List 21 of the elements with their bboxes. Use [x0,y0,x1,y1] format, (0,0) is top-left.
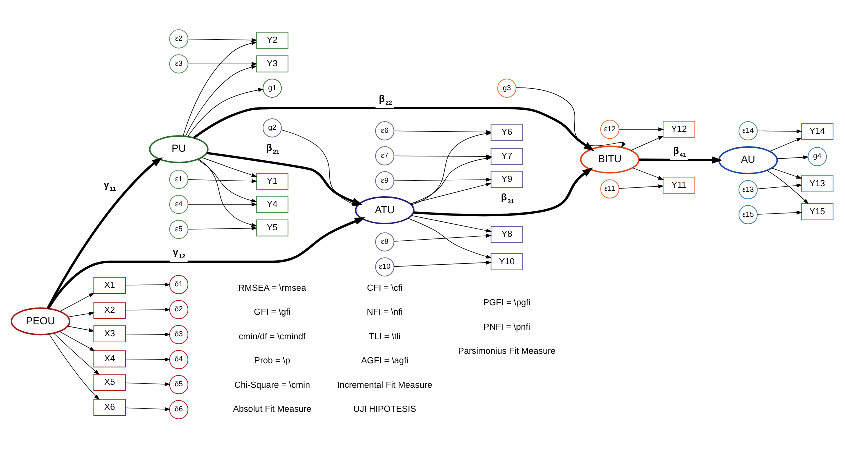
label: RMSEA = \rmsea [238,282,306,293]
label: Absolut Fit Measure [233,404,312,414]
edge-label: γ$_{11}$ [104,180,116,194]
edge-label: β$_{31}$ [501,192,514,206]
label: Chi-Square = \cmin [234,380,310,390]
label: PGFI = \pgfi [483,297,531,308]
edge-label: β$_{22}$ [379,94,392,107]
edge-label: β$_{41}$ [673,146,686,160]
label: Incremental Fit Measure [337,380,432,390]
label: GFI = \gfi [254,307,291,318]
edge-label: γ$_{12}$ [173,248,186,261]
edge-label: β$_{21}$ [266,143,280,156]
label: UJI HIPOTESIS [354,404,416,414]
label: PNFI = \pnfi [484,322,530,332]
label: Parsimonius Fit Measure [458,346,556,356]
label: AGFI = \agfi [361,356,409,366]
label: NFI = \nfi [366,307,403,318]
label: cmin/df = \cmindf [239,331,306,342]
label: CFI = \cfi [367,282,403,293]
label: TLI = \tli [369,331,401,342]
label: Prob = \p [254,356,290,366]
